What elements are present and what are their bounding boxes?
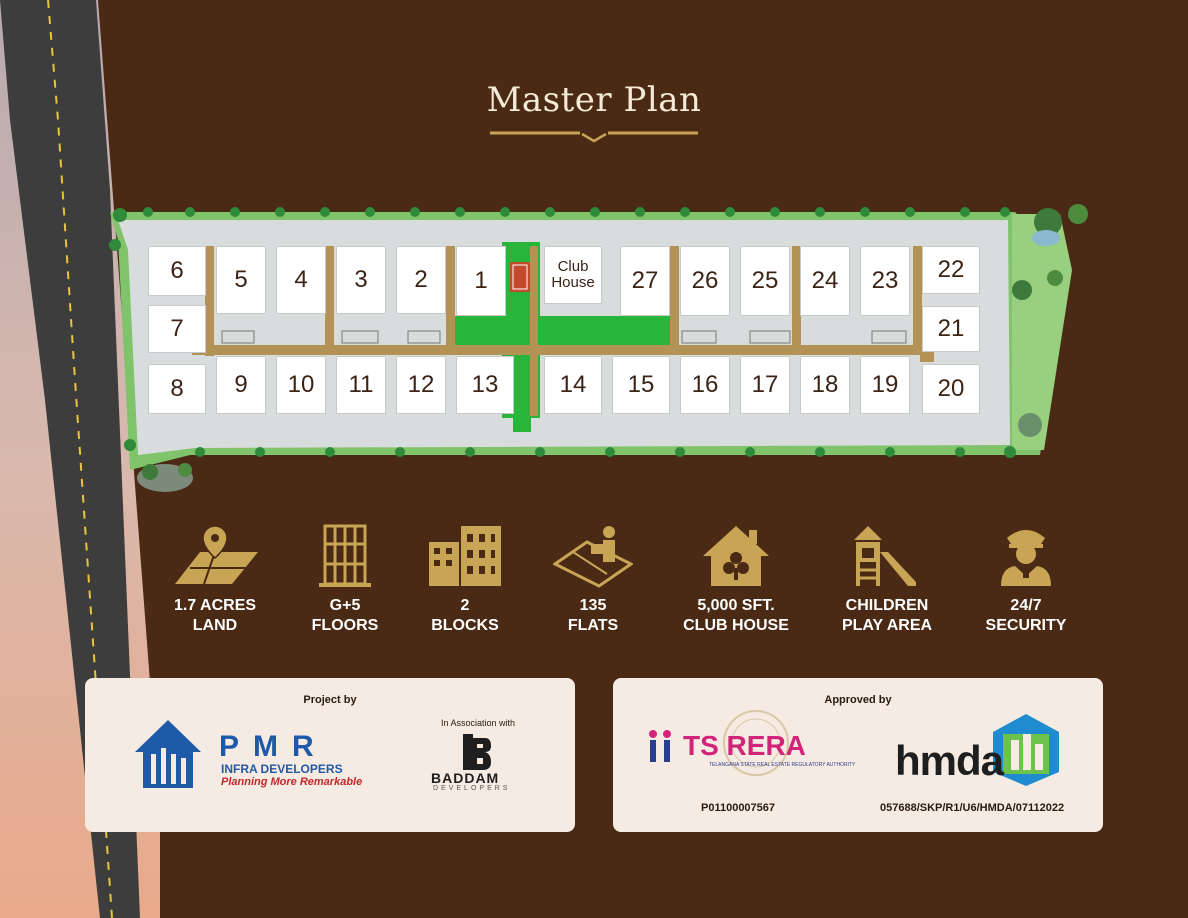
rock-garden-bottom-left — [137, 463, 193, 492]
amenity-land-label: LAND — [192, 617, 238, 634]
baddam-sub: DEVELOPERS — [433, 785, 511, 792]
baddam-logo-icon — [463, 734, 491, 770]
amenity-blocks-value: 2 — [460, 597, 470, 614]
security-guard-icon — [1001, 530, 1051, 586]
amenity-club-house-label: CLUB HOUSE — [683, 617, 789, 634]
pmr-logo-text: PMR — [219, 730, 328, 763]
amenity-flats-label: FLATS — [567, 617, 619, 634]
plot-22[interactable]: 22 — [922, 246, 980, 294]
amenity-play-area: CHILDREN PLAY AREA — [822, 518, 952, 636]
plot-9[interactable]: 9 — [216, 356, 266, 414]
rock-garden-right — [1012, 270, 1063, 437]
association-caption: In Association with — [441, 718, 516, 728]
baddam-text: BADDAM — [431, 770, 500, 786]
hmda-approval-code: 057688/SKP/R1/U6/HMDA/07112022 — [880, 802, 1065, 814]
plot-13[interactable]: 13 — [456, 356, 514, 414]
plot-11[interactable]: 11 — [336, 356, 386, 414]
plot-8[interactable]: 8 — [148, 364, 206, 414]
plot-24[interactable]: 24 — [800, 246, 850, 316]
approval-card: Approved by TS RERA TELANGANA STATE REAL… — [613, 678, 1103, 832]
plot-27[interactable]: 27 — [620, 246, 670, 316]
amenity-security-value: 24/7 — [1010, 597, 1042, 614]
ts-rera-people-icon — [649, 730, 671, 762]
amenity-club-house-value: 5,000 SFT. — [697, 597, 775, 614]
amenity-floors: G+5 FLOORS — [290, 518, 400, 636]
ts-rera-logo-text: TS RERA — [683, 730, 806, 761]
plot-15[interactable]: 15 — [612, 356, 670, 414]
plot-20[interactable]: 20 — [922, 364, 980, 414]
project-card: Project by PMR INFRA DEVELOPERS Planning… — [85, 678, 575, 832]
amenity-security-label: SECURITY — [985, 617, 1067, 634]
amenity-flats-value: 135 — [579, 597, 607, 614]
hmda-building-icon — [993, 714, 1059, 786]
plot-3[interactable]: 3 — [336, 246, 386, 314]
amenity-security: 24/7 SECURITY — [970, 518, 1082, 636]
ts-rera-sub: TELANGANA STATE REAL ESTATE REGULATORY A… — [709, 762, 856, 768]
flats-plan-icon — [553, 526, 633, 588]
plot-12[interactable]: 12 — [396, 356, 446, 414]
plot-4[interactable]: 4 — [276, 246, 326, 314]
plot-23[interactable]: 23 — [860, 246, 910, 316]
amenity-land: 1.7 ACRES LAND — [150, 518, 280, 636]
plot-25[interactable]: 25 — [740, 246, 790, 316]
amenity-floors-label: FLOORS — [311, 617, 379, 634]
amenity-flats: 135 FLATS — [538, 518, 648, 636]
rock-garden-top-right — [1032, 204, 1088, 246]
ts-rera-seal-icon — [723, 710, 789, 776]
land-pin-icon — [175, 525, 258, 585]
amenity-blocks: 2 BLOCKS — [410, 518, 520, 636]
title-ornament — [490, 131, 698, 143]
plot-14[interactable]: 14 — [544, 356, 602, 414]
approval-caption: Approved by — [824, 694, 892, 706]
amenity-floors-value: G+5 — [329, 597, 361, 614]
rera-registration-code: P01100007567 — [701, 802, 776, 814]
amenity-land-value: 1.7 ACRES — [173, 597, 257, 614]
pmr-sub-text: INFRA DEVELOPERS — [221, 762, 343, 776]
blocks-icon — [429, 526, 501, 586]
plot-17[interactable]: 17 — [740, 356, 790, 414]
plot-7[interactable]: 7 — [148, 305, 206, 353]
hmda-logo-text: hmda — [895, 737, 1004, 784]
page-title: Master Plan — [486, 80, 702, 120]
building-floors-icon — [319, 524, 371, 587]
pmr-tagline: Planning More Remarkable — [221, 776, 363, 788]
project-caption: Project by — [303, 694, 357, 706]
plot-19[interactable]: 19 — [860, 356, 910, 414]
amenity-play-area-value: CHILDREN — [845, 597, 929, 614]
amenity-club-house: 5,000 SFT. CLUB HOUSE — [668, 518, 804, 636]
plot-18[interactable]: 18 — [800, 356, 850, 414]
plot-21[interactable]: 21 — [922, 306, 980, 352]
pmr-house-icon — [135, 720, 201, 788]
plot-1[interactable]: 1 — [456, 246, 506, 316]
amenity-play-area-label: PLAY AREA — [841, 617, 933, 634]
plot-6[interactable]: 6 — [148, 246, 206, 296]
plot-2[interactable]: 2 — [396, 246, 446, 314]
plot-16[interactable]: 16 — [680, 356, 730, 414]
club-house[interactable]: Club House — [544, 246, 602, 304]
plot-10[interactable]: 10 — [276, 356, 326, 414]
amenity-blocks-label: BLOCKS — [431, 617, 499, 634]
plot-26[interactable]: 26 — [680, 246, 730, 316]
plot-5[interactable]: 5 — [216, 246, 266, 314]
playground-icon — [854, 526, 916, 586]
club-house-icon — [703, 526, 769, 586]
